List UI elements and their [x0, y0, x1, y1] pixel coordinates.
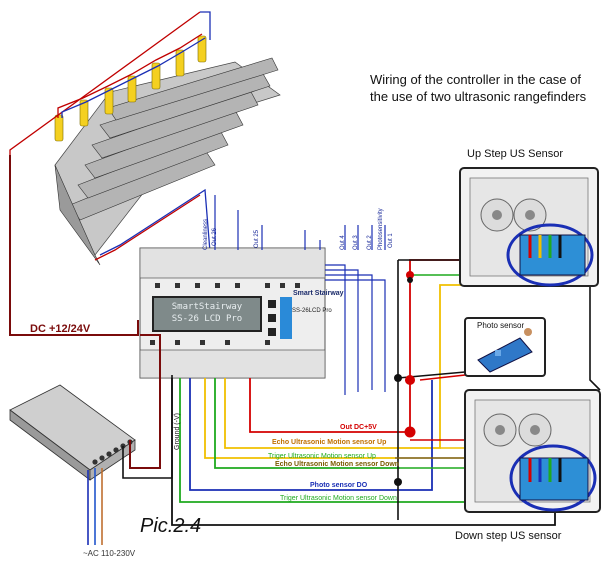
photo-sensor	[464, 317, 546, 377]
port-label-out2: Out 2	[367, 235, 373, 250]
controller-side-wires	[325, 264, 386, 395]
power-supply	[9, 384, 136, 481]
diagram-heading-line-2: the use of two ultrasonic rangefinders	[370, 89, 587, 104]
down-sensor-label: Down step US sensor	[455, 530, 562, 542]
wire-label-echo-down: Echo Ultrasonic Motion sensor Down	[275, 461, 400, 468]
wire-label-echo-up: Echo Ultrasonic Motion sensor Up	[272, 439, 387, 446]
port-label-out4: Out 4	[340, 235, 346, 250]
lcd-line-1: SmartStairway	[171, 302, 243, 312]
stair-wiring	[9, 11, 211, 336]
staircase	[54, 57, 281, 266]
photo-sensor-label: Photo sensor	[477, 321, 525, 330]
port-label-out25: Out 25	[254, 229, 260, 248]
ground-label: Ground (-V)	[174, 413, 181, 450]
led-lamps	[54, 35, 207, 142]
signal-wires	[171, 250, 556, 526]
controller-output-wires	[214, 195, 386, 250]
diagram-heading-line-1: Wiring of the controller in the case of	[370, 72, 581, 87]
wire-label-triger-down: Triger Ultrasonic Motion sensor Down	[280, 495, 397, 502]
controller-model: SS-26LCD Pro	[292, 308, 332, 314]
junction-dots	[394, 271, 416, 486]
dc-label: DC +12/24V	[30, 323, 91, 335]
figure-caption: Pic.2.4	[140, 515, 202, 537]
wire-label-triger-up: Triger Ultrasonic Motion sensor Up	[268, 453, 376, 460]
lcd-screen: SmartStairway SS-26 LCD Pro	[152, 296, 262, 332]
lcd-line-2: SS-26 LCD Pro	[171, 314, 243, 324]
port-label-photosensitivity: Photosensitivity	[378, 208, 384, 250]
ac-label: ~AC 110-230V	[83, 549, 136, 558]
port-label-out1: Out 1	[388, 233, 394, 248]
wire-label-photo-do: Photo sensor DO	[310, 482, 368, 489]
port-label-out3: Out 3	[353, 235, 359, 250]
controller-brand: Smart Stairway	[293, 290, 344, 297]
up-sensor-label: Up Step US Sensor	[467, 148, 563, 160]
port-label-cleanliness: Cleanliness	[203, 218, 209, 250]
up-us-sensor	[459, 167, 599, 287]
wire-label-out-dc5v: Out DC+5V	[340, 424, 377, 431]
down-us-sensor	[464, 389, 601, 513]
port-label-out26: Out 26	[212, 227, 218, 246]
